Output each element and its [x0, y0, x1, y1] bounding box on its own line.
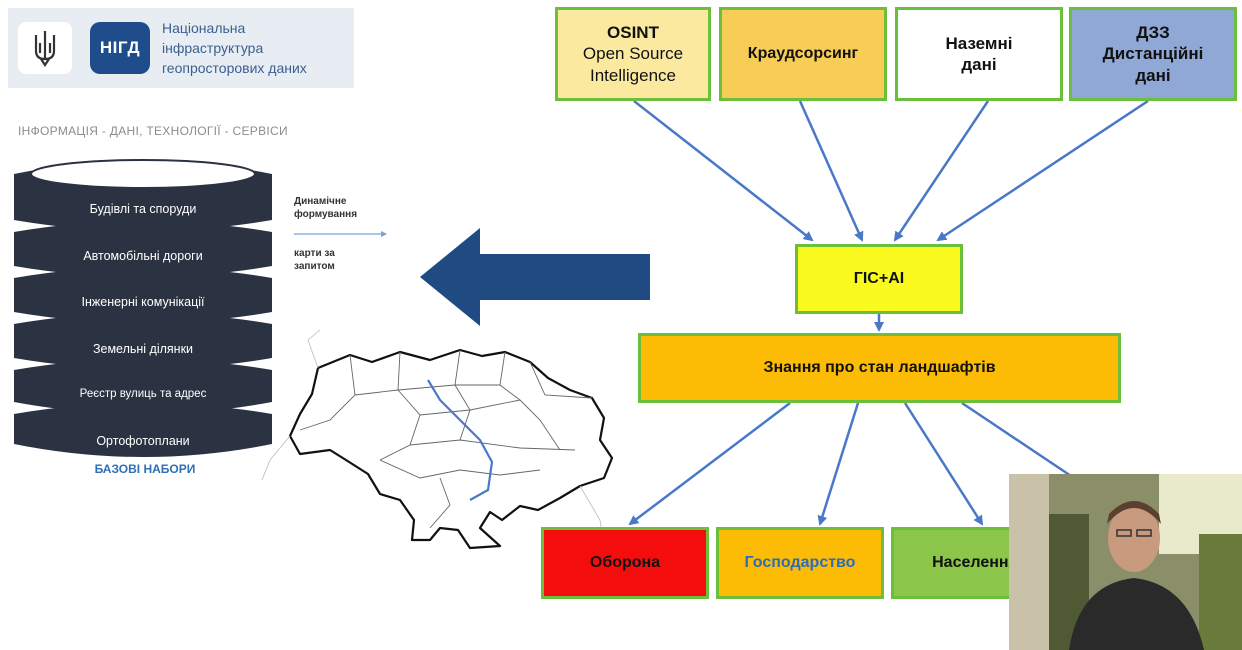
layer-utilities: Інженерні комунікації: [81, 295, 205, 309]
dynamic-note-line: формування: [294, 209, 358, 220]
subtitle: ІНФОРМАЦІЯ - ДАНІ, ТЕХНОЛОГІЇ - СЕРВІСИ: [18, 124, 288, 138]
dynamic-note-line: запитом: [294, 261, 335, 272]
layer-street-registry: Реєстр вулиць та адрес: [79, 388, 207, 400]
webcam-image: [1009, 474, 1242, 650]
source-remote-sensing: ДЗЗ Дистанційні дані: [1069, 7, 1237, 101]
map-river-icon: [427, 379, 494, 501]
layer-land-plots: Земельні ділянки: [92, 342, 194, 356]
arrow-dzz-gis: [936, 99, 1149, 242]
org-name-line: інфраструктура: [162, 40, 264, 56]
osint-subtitle: Open Source: [582, 44, 684, 64]
ground-line: дані: [961, 55, 997, 74]
arrow-knowledge-extra: [961, 401, 1081, 484]
dzz-line: дані: [1135, 65, 1171, 85]
dzz-line: Дистанційні: [1102, 44, 1204, 64]
output-economy: Господарство: [716, 527, 884, 599]
dynamic-note-top: Динамічне формування: [294, 195, 394, 221]
arrow-ground-gis: [893, 100, 990, 242]
org-name: Національна інфраструктура геопросторови…: [162, 18, 352, 78]
dynamic-note-bottom: карти за запитом: [294, 247, 394, 273]
ukraine-map-icon: [288, 348, 614, 550]
output-defense: Оборона: [541, 527, 709, 599]
logo-panel: НІГД Національна інфраструктура геопрост…: [8, 8, 354, 88]
ground-line: Наземні: [945, 33, 1013, 53]
big-left-arrow: [420, 228, 650, 326]
arrow-knowledge-defense: [628, 402, 791, 526]
dzz-line: ДЗЗ: [1136, 23, 1170, 43]
layer-roads: Автомобільні дороги: [83, 249, 203, 263]
arrow-osint-gis: [633, 100, 814, 242]
layer-orthophoto: Ортофотоплани: [96, 434, 190, 448]
osint-subtitle: Intelligence: [589, 65, 676, 85]
stack-graphic: [14, 159, 272, 457]
gis-ai-box: ГІС+AI: [795, 244, 963, 314]
trident-emblem-icon: [18, 22, 72, 74]
dynamic-note-line: карти за: [294, 248, 335, 259]
base-sets-label: БАЗОВІ НАБОРИ: [94, 462, 196, 476]
source-osint: OSINT Open Source Intelligence: [555, 7, 711, 101]
dynamic-note-line: Динамічне: [294, 196, 347, 207]
webcam-feed: [1009, 474, 1242, 650]
arrow-crowd-gis: [798, 100, 864, 242]
ngd-badge: НІГД: [90, 22, 150, 74]
osint-title: OSINT: [607, 23, 659, 43]
arrow-knowledge-population: [903, 402, 984, 526]
layer-buildings: Будівлі та споруди: [89, 202, 197, 216]
landscape-knowledge-box: Знання про стан ландшафтів: [638, 333, 1121, 403]
org-name-line: геопросторових даних: [162, 60, 307, 76]
base-layers-stack: Будівлі та споруди Автомобільні дороги І…: [12, 152, 274, 462]
arrow-knowledge-economy: [817, 402, 860, 526]
org-name-line: Національна: [162, 20, 246, 36]
source-ground-data: Наземні дані: [895, 7, 1063, 101]
source-crowdsourcing: Краудсорсинг: [719, 7, 887, 101]
